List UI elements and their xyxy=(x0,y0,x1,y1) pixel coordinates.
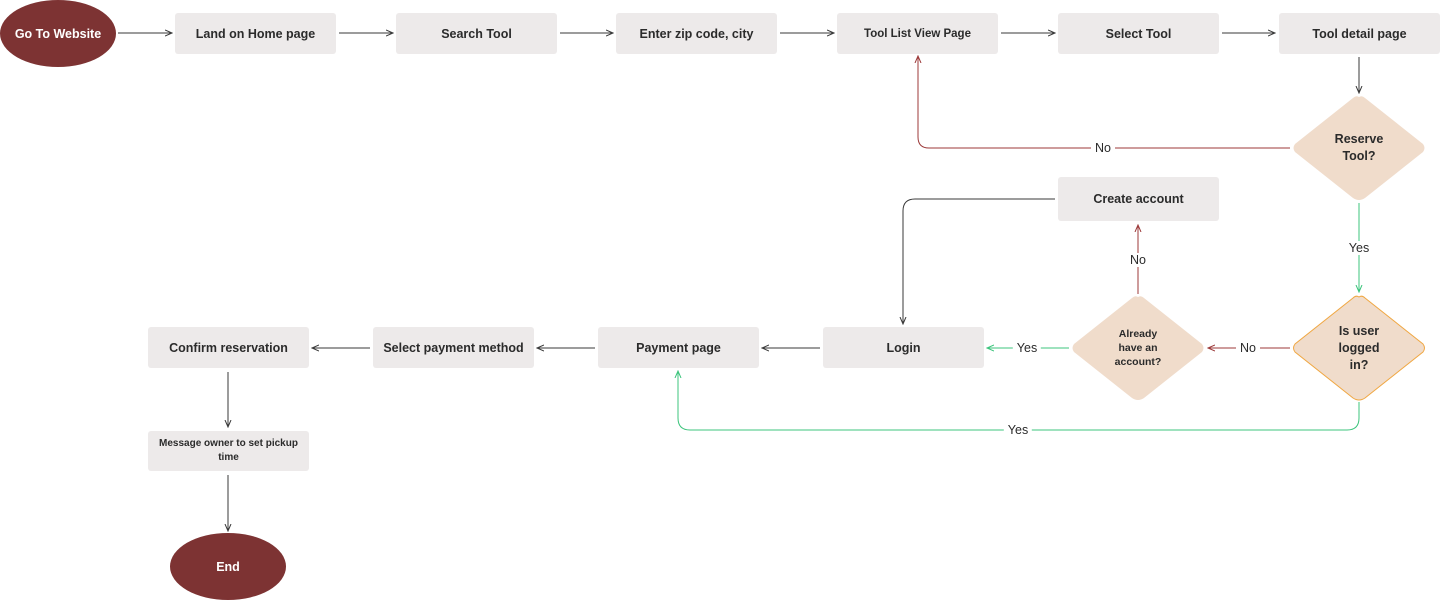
enter-zip-label: Enter zip code, city xyxy=(639,26,754,41)
enter-zip-node: Enter zip code, city xyxy=(616,13,777,54)
search-tool-node: Search Tool xyxy=(396,13,557,54)
start-node: Go To Website xyxy=(0,0,116,67)
reserve-tool-decision: Reserve Tool? xyxy=(1292,95,1426,201)
select-tool-label: Select Tool xyxy=(1105,26,1172,41)
tool-list-node: Tool List View Page xyxy=(837,13,998,54)
arrow-reserve-no xyxy=(918,56,1290,149)
end-node-label: End xyxy=(216,559,240,574)
message-owner-label: Message owner to set pickup time xyxy=(159,438,298,463)
already-account-decision: Already have an account? xyxy=(1071,295,1205,401)
arrow-logged-yes xyxy=(678,371,1360,431)
tool-detail-label: Tool detail page xyxy=(1312,26,1407,41)
end-node: End xyxy=(170,533,286,600)
land-home-node: Land on Home page xyxy=(175,13,336,54)
logged-no-label: No xyxy=(1236,341,1260,355)
tool-detail-node: Tool detail page xyxy=(1279,13,1440,54)
confirm-reservation-node: Confirm reservation xyxy=(148,327,309,368)
confirm-reservation-label: Confirm reservation xyxy=(169,340,288,355)
create-account-label: Create account xyxy=(1093,192,1184,206)
already-account-label: Already have an account? xyxy=(1114,328,1162,368)
logged-in-label: Is user logged in? xyxy=(1338,323,1380,372)
start-node-label: Go To Website xyxy=(14,26,102,41)
logged-yes-label: Yes xyxy=(1003,423,1033,437)
land-home-label: Land on Home page xyxy=(195,26,316,41)
logged-in-decision: Is user logged in? xyxy=(1292,295,1426,401)
search-tool-label: Search Tool xyxy=(441,26,512,41)
reserve-no-label: No xyxy=(1091,141,1115,155)
reserve-yes-label: Yes xyxy=(1344,241,1374,255)
login-label: Login xyxy=(886,340,921,355)
login-node: Login xyxy=(823,327,984,368)
select-payment-label: Select payment method xyxy=(383,340,524,355)
logged-in-diamond-shape xyxy=(1293,295,1425,401)
account-no-label: No xyxy=(1126,253,1150,267)
reserve-tool-label: Reserve Tool? xyxy=(1334,132,1384,163)
arrow-create-to-login xyxy=(903,198,1055,324)
already-account-diamond-shape xyxy=(1072,296,1204,400)
select-payment-node: Select payment method xyxy=(373,327,534,368)
reserve-diamond-shape xyxy=(1293,96,1425,200)
select-tool-node: Select Tool xyxy=(1058,13,1219,54)
message-owner-node: Message owner to set pickup time xyxy=(148,431,309,471)
tool-list-label: Tool List View Page xyxy=(864,27,971,40)
account-yes-label: Yes xyxy=(1012,341,1042,355)
payment-page-node: Payment page xyxy=(598,327,759,368)
payment-page-label: Payment page xyxy=(636,340,721,355)
create-account-node: Create account xyxy=(1058,177,1219,221)
